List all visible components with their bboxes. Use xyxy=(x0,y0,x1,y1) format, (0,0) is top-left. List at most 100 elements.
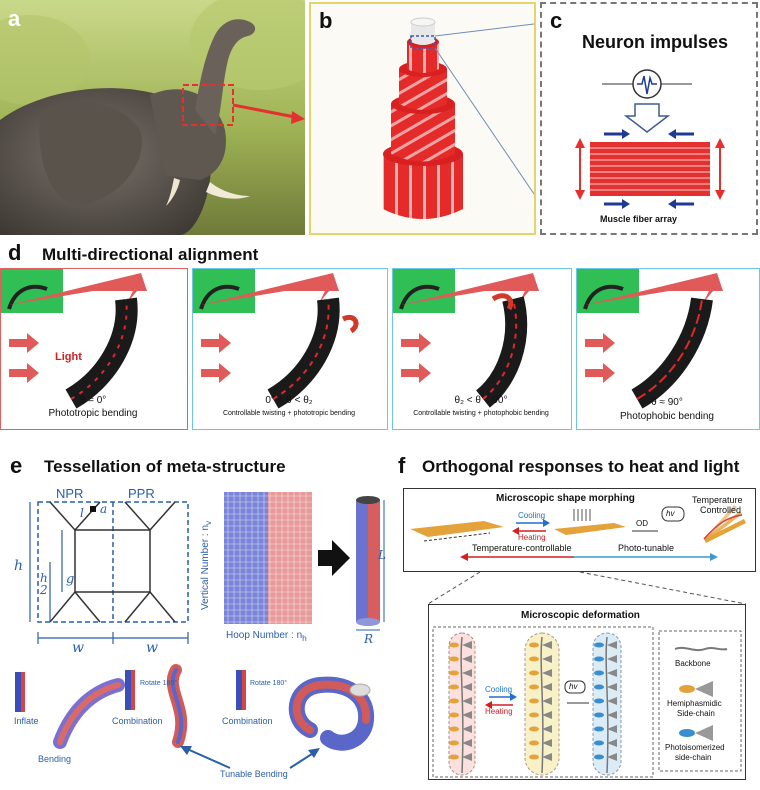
case-caption: Phototropic bending xyxy=(48,408,138,419)
inflate-label: Inflate xyxy=(14,716,39,726)
hoop-number-label: Hoop Number : nh xyxy=(226,630,307,643)
photo-swatch xyxy=(679,729,695,737)
dim-R: R xyxy=(364,632,374,646)
panel-d-title: Multi-directional alignment xyxy=(42,245,259,264)
panel-a-label: a xyxy=(8,6,21,31)
temp-controlled-1: Temperature xyxy=(692,495,743,505)
panel-d-label: d xyxy=(8,240,22,265)
alignment-case-2: 0° < θ < θ₂ Controllable twisting + photo… xyxy=(192,268,388,430)
rotate-label-1: Rotate 180° xyxy=(140,680,178,687)
dim-l: l xyxy=(80,506,84,520)
case-caption: Controllable twisting + photophobic bend… xyxy=(413,410,549,417)
legend-hemi-1: Hemiphasmidic xyxy=(667,699,722,708)
alignment-illustration xyxy=(193,269,359,409)
dim-w-2: w xyxy=(146,640,158,656)
rotate-label-2: Rotate 180° xyxy=(250,680,288,687)
temp-controlled-2: Controlled xyxy=(700,505,742,515)
right-arrow-icon xyxy=(318,540,350,576)
temperature-controllable-label: Temperature-controllable xyxy=(472,543,572,553)
panel-f-title: Orthogonal responses to heat and light xyxy=(422,457,740,476)
ppr-label: PPR xyxy=(128,486,155,501)
twisted-cylinder-model xyxy=(383,17,534,219)
panel-e-title: Tessellation of meta-structure xyxy=(44,457,286,476)
panel-c-title: Neuron impulses xyxy=(582,32,729,52)
alignment-illustration xyxy=(393,269,539,408)
panel-e-diagram: NPR PPR h h 2 g l a w w Vertical Number … xyxy=(0,480,390,785)
dim-h-half: h 2 xyxy=(40,572,48,596)
panel-c-label: c xyxy=(550,8,563,33)
angle-label: θ = 0° xyxy=(79,395,107,406)
meta-structure-svg xyxy=(15,492,385,769)
angle-label: θ₂ < θ < 90° xyxy=(454,395,508,406)
npr-label: NPR xyxy=(56,486,84,501)
shape-morphing-svg xyxy=(410,505,746,561)
backbone-swatch xyxy=(674,646,728,652)
alignment-case-1: Light θ = 0° Phototropic bending xyxy=(0,268,188,430)
dim-h-half-num: h xyxy=(40,571,48,585)
shape-morphing-title: Microscopic shape morphing xyxy=(496,493,635,504)
lattice-tube xyxy=(356,496,380,626)
case-caption: Photophobic bending xyxy=(620,411,714,422)
panel-c: c Neuron impulses xyxy=(540,2,758,235)
molecular-diagram xyxy=(432,626,742,778)
hoop-number-sub: h xyxy=(302,633,307,643)
alignment-case-4: θ ≈ 90° Photophobic bending xyxy=(576,268,760,430)
vertical-number-text: Vertical Number : n xyxy=(200,524,211,610)
panel-b: b xyxy=(309,2,536,235)
heating-label: Heating xyxy=(518,533,546,542)
shape-morphing-box: Microscopic shape morphing Cooling Heati… xyxy=(403,488,756,572)
alignment-case-3: θ₂ < θ < 90° Controllable twisting + phot… xyxy=(392,268,572,430)
legend-photo-1: Photoisomerized xyxy=(665,743,725,752)
elephant-photo xyxy=(0,0,305,235)
photo-tunable-label: Photo-tunable xyxy=(618,543,675,553)
vertical-number-label: Vertical Number : nv xyxy=(200,521,213,610)
hemi-swatch xyxy=(679,685,695,693)
dim-a: a xyxy=(100,502,108,516)
microscopic-deformation-box: Microscopic deformation Cooling Heating … xyxy=(428,604,746,780)
lattice-sheet xyxy=(224,492,312,624)
trunk-pointer-arrow xyxy=(232,103,301,120)
hv-label: hv xyxy=(666,509,675,518)
neuron-impulse-diagram xyxy=(575,69,725,209)
light-label: Light xyxy=(55,351,82,363)
od-label: OD xyxy=(636,519,648,528)
microscopic-deformation-title: Microscopic deformation xyxy=(521,610,640,621)
heating2-label: Heating xyxy=(485,707,513,716)
legend-photo-2: side-chain xyxy=(675,753,712,762)
twist-arrow xyxy=(491,293,514,311)
inflate-strip xyxy=(15,672,25,712)
tunable-loop xyxy=(288,676,375,751)
muscle-fiber-bundle xyxy=(590,142,710,196)
combination-label-1: Combination xyxy=(112,716,163,726)
rotate-strip-2 xyxy=(236,670,246,710)
dim-w-1: w xyxy=(72,640,84,656)
bending-label: Bending xyxy=(38,754,72,764)
dim-g: g xyxy=(66,572,75,587)
cooling-label: Cooling xyxy=(518,511,546,520)
tunable-bending-label: Tunable Bending xyxy=(220,769,288,779)
dim-h-half-den: 2 xyxy=(40,583,48,597)
angle-label: 0° < θ < θ₂ xyxy=(265,395,313,406)
hv2-label: hv xyxy=(569,682,578,691)
down-arrow-icon xyxy=(623,103,671,133)
alignment-illustration xyxy=(577,269,723,409)
muscle-fiber-caption: Muscle fiber array xyxy=(600,214,678,224)
angle-label: θ ≈ 90° xyxy=(651,397,683,408)
case-caption: Controllable twisting + phototropic bend… xyxy=(222,410,356,417)
cooling2-label: Cooling xyxy=(485,685,513,694)
twist-arrow xyxy=(341,315,359,334)
panel-f-label: f xyxy=(398,453,406,478)
legend-hemi-2: Side-chain xyxy=(677,709,715,718)
dim-L: L xyxy=(378,548,386,562)
panel-b-label: b xyxy=(319,8,333,33)
dim-h: h xyxy=(14,558,24,574)
vertical-number-sub: v xyxy=(203,520,213,525)
rotate-strip-1 xyxy=(125,670,135,710)
panel-e-label: e xyxy=(10,453,23,478)
panel-a-photo: a xyxy=(0,0,305,235)
alignment-illustration xyxy=(1,269,147,409)
hoop-number-text: Hoop Number : n xyxy=(226,630,303,641)
panel-d-row: Light θ = 0° Phototropic bending 0° < θ < … xyxy=(0,268,760,430)
combination-label-2: Combination xyxy=(222,716,273,726)
bending-arm xyxy=(53,678,125,749)
